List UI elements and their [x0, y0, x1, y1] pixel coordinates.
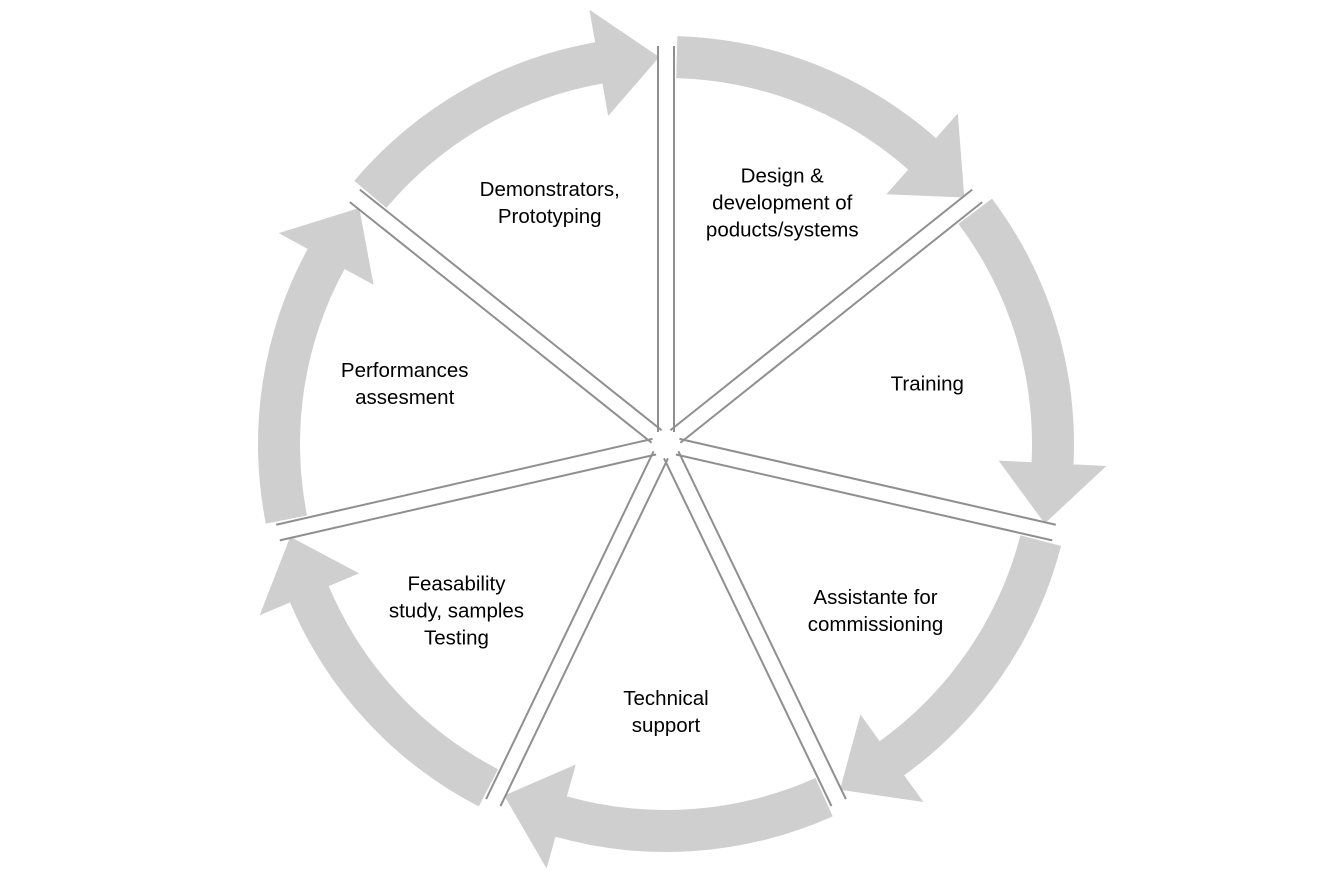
segment-label-line: study, samples — [388, 599, 525, 623]
segment-label-design: Design & development of poducts/systems — [662, 162, 902, 243]
cycle-arrow-performances — [258, 208, 374, 524]
divider-line — [679, 437, 1057, 526]
divider-line — [485, 450, 655, 800]
segment-divider — [669, 188, 983, 444]
cycle-arrow-feasability — [259, 536, 499, 807]
divider-line — [663, 457, 833, 807]
cycle-arrow-design — [676, 36, 965, 198]
segment-label-line: Performances — [340, 359, 469, 383]
segment-label-line: Assistante for — [813, 586, 938, 610]
divider-line — [349, 201, 653, 444]
cycle-arrow-training — [958, 198, 1107, 524]
dividers-layer — [275, 46, 1057, 807]
segment-divider — [349, 188, 663, 444]
segment-label-technical-support: Technical support — [546, 685, 786, 739]
segment-label-commissioning: Assistante for commissioning — [756, 584, 996, 638]
cycle-arrow-technical-support — [504, 764, 833, 869]
divider-line — [279, 453, 657, 542]
cycle-arrow-demonstrators — [354, 9, 660, 208]
segment-divider — [485, 450, 669, 807]
segment-divider — [275, 437, 657, 542]
segment-label-line: Testing — [423, 626, 489, 650]
segment-label-line: commissioning — [807, 613, 944, 637]
segment-label-line: support — [631, 714, 701, 737]
segment-divider — [663, 450, 847, 807]
divider-line — [275, 437, 653, 526]
divider-line — [675, 453, 1053, 542]
segment-label-line: Prototyping — [497, 204, 602, 228]
divider-line — [679, 201, 983, 444]
segment-label-line: Design & — [740, 164, 824, 188]
divider-line — [499, 457, 669, 807]
segment-label-line: Technical — [623, 687, 709, 710]
segment-label-line: Training — [890, 372, 964, 396]
segment-label-demonstrators: Demonstrators, Prototyping — [430, 176, 670, 230]
cycle-arrow-commissioning — [839, 535, 1062, 803]
divider-line — [677, 450, 847, 800]
divider-line — [669, 188, 973, 432]
segment-label-line: development of — [712, 191, 853, 215]
segment-label-training: Training — [807, 371, 1047, 398]
segment-divider — [657, 46, 675, 432]
segment-label-line: Feasability — [407, 572, 506, 596]
segment-divider — [675, 437, 1057, 542]
divider-line — [359, 188, 663, 432]
segment-label-line: poducts/systems — [705, 218, 859, 242]
segment-label-line: Demonstrators, — [479, 177, 620, 201]
segment-label-line: assesment — [355, 386, 455, 410]
arrows-layer — [258, 9, 1107, 869]
segment-label-performances: Performances assesment — [285, 357, 525, 411]
